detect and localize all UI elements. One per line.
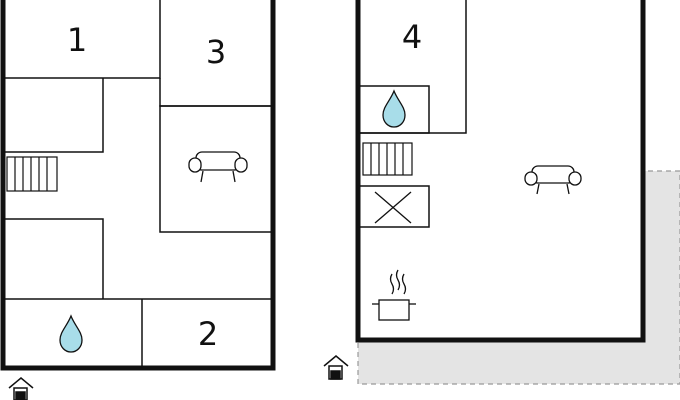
radiator-icon [6, 156, 58, 192]
living-area-right [159, 105, 274, 233]
bathroom-box [357, 85, 430, 134]
entrance-icon [8, 377, 34, 400]
room-number-2: 2 [198, 315, 218, 353]
sofa-icon [188, 151, 248, 183]
cross-box-icon [374, 191, 412, 224]
water-drop-icon [382, 89, 406, 128]
cooking-pot-icon [372, 269, 416, 321]
room-number-4: 4 [402, 18, 422, 56]
water-drop-icon [59, 314, 83, 353]
room-number-3: 3 [206, 33, 226, 71]
room-number-1: 1 [67, 21, 87, 59]
shaft-box [357, 185, 430, 228]
entrance-icon [323, 355, 349, 380]
radiator-icon [362, 142, 413, 176]
room-lower-left-walls [3, 218, 104, 299]
room-upper-left-walls [3, 78, 104, 153]
sofa-icon [524, 165, 582, 195]
